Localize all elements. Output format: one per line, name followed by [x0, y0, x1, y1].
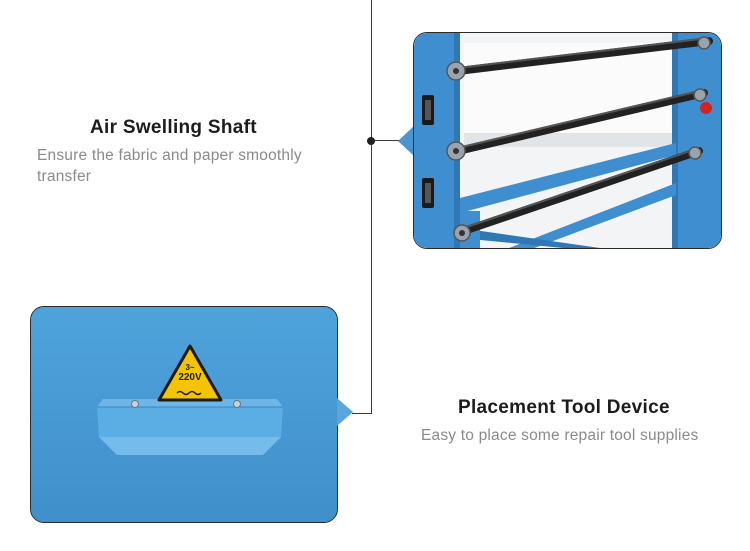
voltage-label-line1: 3~: [185, 363, 195, 372]
connector-line: [371, 0, 372, 414]
voltage-label-line2: 220V: [178, 372, 202, 383]
feature-description-placement-tool-device: Easy to place some repair tool supplies: [421, 427, 699, 444]
callout-pointer: [398, 126, 414, 156]
placement-tool-device-photo: 3~ 220V: [30, 306, 338, 523]
callout-pointer: [337, 398, 353, 426]
air-swelling-shaft-photo: [413, 32, 722, 249]
warning-triangle-icon: 3~ 220V: [157, 344, 223, 402]
feature-description-air-swelling-shaft: Ensure the fabric and paper smoothly tra…: [37, 147, 302, 185]
connector-line-to-shaft: [371, 140, 399, 141]
connector-dot: [367, 137, 375, 145]
feature-title-air-swelling-shaft: Air Swelling Shaft: [90, 117, 257, 138]
feature-title-placement-tool-device: Placement Tool Device: [458, 397, 670, 418]
connector-line-to-tool: [352, 413, 372, 414]
